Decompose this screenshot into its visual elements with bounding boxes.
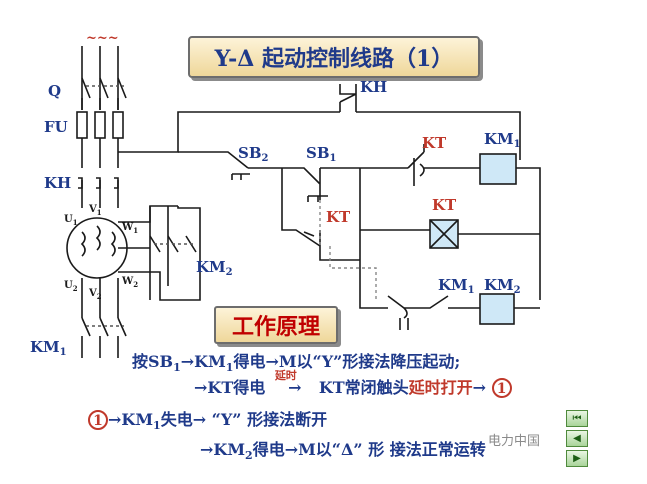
- kt-coil-label: KT: [432, 196, 457, 214]
- km1-aux-label: KM1: [438, 276, 475, 296]
- kt-bottom-contact: [387, 295, 409, 330]
- km1-coil-box: [479, 153, 517, 185]
- u2-label: U2: [64, 280, 78, 293]
- explain-line-3: 1→KM1失电→ “Y” 形接法断开: [88, 406, 327, 432]
- w2-label: W2: [121, 276, 138, 289]
- q-label: Q: [48, 82, 61, 100]
- explain-line-4: →KM2得电→M以“Δ” 形 接法正常运转: [200, 440, 486, 462]
- tilde-label: ~~~: [86, 31, 119, 46]
- circle-ref-2: 1: [88, 410, 108, 430]
- sb2-button: [231, 167, 282, 180]
- km2-motor-label: KM2: [196, 258, 233, 278]
- v2-label: V2: [88, 288, 102, 301]
- fuse-1: [76, 111, 88, 139]
- w1-label: W1: [121, 222, 138, 235]
- kh-top-contact: [339, 84, 357, 112]
- km1-left-label: KM1: [30, 338, 67, 358]
- km1-main-contacts: [81, 317, 127, 358]
- km2-coil-box: [479, 293, 515, 325]
- u1-label: U1: [64, 214, 78, 227]
- km1-coil-label: KM1: [484, 130, 521, 150]
- km2-coil-label: KM2: [484, 276, 521, 296]
- watermark: 电力中国: [488, 434, 541, 449]
- circle-ref-1: 1: [491, 378, 512, 398]
- principle-heading: 工作原理: [214, 306, 338, 344]
- page-title: Y-Δ 起动控制线路（1）: [188, 36, 480, 78]
- kt-contact-label: KT: [422, 134, 447, 152]
- sb1-button: [282, 167, 328, 202]
- nav-prev-button[interactable]: ◀: [566, 430, 588, 447]
- nav-next-button[interactable]: ▶: [566, 450, 588, 467]
- kt-dashed-label: KT: [326, 208, 351, 226]
- thermal-relay: [78, 177, 119, 189]
- explain-line-2: →KT得电 延时→ KT常闭触头延时打开→ 1: [194, 369, 512, 398]
- v1-label: V1: [88, 204, 102, 217]
- sb1-label: SB1: [306, 144, 336, 164]
- fuse-2: [94, 111, 106, 139]
- nav-first-button[interactable]: ⏮: [566, 410, 588, 427]
- switch-q: [81, 77, 127, 110]
- sb2-label: SB2: [238, 144, 269, 164]
- fuse-3: [112, 111, 124, 139]
- kh-left-label: KH: [44, 174, 71, 192]
- explain-line-1: 按SB1→KM1得电→M以“Y”形接法降压起动;: [132, 352, 461, 374]
- kt-delay-contact: [407, 144, 425, 186]
- kh-top-label: KH: [360, 78, 387, 96]
- fu-label: FU: [44, 118, 68, 136]
